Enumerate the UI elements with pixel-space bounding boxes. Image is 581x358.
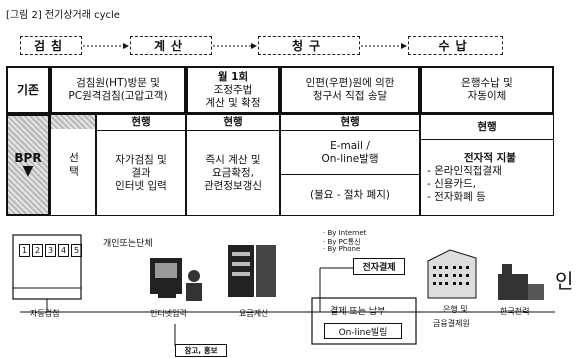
bill-current-label: 현행 (340, 116, 360, 128)
ecommerce-badge: 전자결제 (353, 258, 405, 275)
stage-billing: 청구 (258, 36, 360, 55)
caption-bank: 은행 및 (443, 305, 468, 314)
channel-phone: · By Phone (323, 245, 361, 253)
channel-pc: · By PC통신 (323, 238, 361, 246)
kepco-icon (498, 274, 528, 300)
process-diagram (12, 234, 555, 347)
stage-calculation: 계산 (130, 36, 212, 55)
meter-digit: 3 (45, 244, 56, 257)
caption-auto-reading: 자동검침 (30, 309, 60, 318)
person-icon (188, 270, 200, 282)
caption-billing-calc: 요금계산 (239, 309, 269, 318)
channel-internet: · By Internet (323, 229, 367, 237)
meter-digit: 4 (58, 244, 69, 257)
pay-current-label: 현행 (477, 120, 497, 133)
stage-meter-reading: 검침 (20, 36, 82, 55)
choice-label-cell: 선택 (50, 114, 96, 216)
choice-hatch-strip (50, 114, 96, 129)
customer-label: 개인또는단체 (103, 239, 153, 249)
meter-digits: 1 2 3 4 5 (19, 244, 82, 257)
bank-icon (427, 249, 477, 299)
payment-box-label: 결제 또는 납부 (330, 307, 386, 317)
bpr-bill-cell: 현행 E-mail /On-line발행 (불요 - 절차 폐지) (280, 114, 420, 216)
row-label-bpr: BPR▼ (6, 114, 50, 216)
bpr-pay-cell: 현행 전자적 지불 - 온라인직접결재- 신용카드,- 전자화폐 등 (420, 114, 554, 216)
meter-digit: 1 (19, 244, 30, 257)
figure-title: [그림 2] 전기상거래 cycle (6, 10, 120, 21)
reference-badge: 참고, 홍보 (175, 344, 227, 357)
payment-box (311, 297, 417, 345)
row-label-existing: 기존 (6, 66, 50, 114)
caption-internet-input: 인터넷입력 (150, 309, 187, 318)
caption-kftc: 금융결제원 (433, 319, 470, 328)
side-character: 인 (555, 269, 574, 293)
stage-arrows (83, 43, 407, 49)
stage-payment: 수납 (408, 36, 503, 55)
meter-digit: 5 (71, 244, 82, 257)
calc-current-label: 현행 (223, 116, 243, 128)
meter-digit: 2 (32, 244, 43, 257)
caption-kepco: 한국전력 (500, 307, 530, 316)
meter-current-label: 현행 (131, 116, 151, 128)
online-billing-badge: On-line빌링 (324, 323, 402, 339)
